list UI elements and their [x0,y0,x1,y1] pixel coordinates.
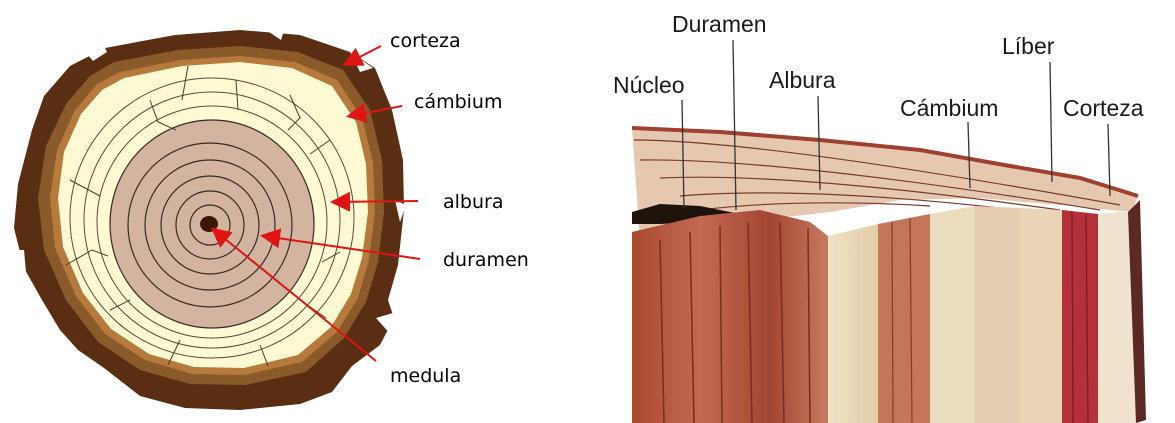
label-liber: Líber [1002,33,1055,59]
trunk-section [632,128,1146,423]
leader-liber [1050,62,1052,182]
label-corteza: corteza [390,30,461,52]
label-duramen: duramen [443,249,529,271]
log-cross-section [14,30,406,410]
sapwood-band-2 [930,206,975,423]
label-corteza-right: Corteza [1063,95,1144,121]
label-albura: albura [443,191,503,213]
phloem-band [1062,210,1098,423]
label-nucleo: Núcleo [613,72,685,98]
cambium-band [975,206,1020,423]
label-albura-right: Albura [769,67,836,93]
pith-core [200,216,218,232]
label-duramen-right: Duramen [672,11,767,37]
arrow-albura [334,201,418,202]
label-cambium-right: Cámbium [900,95,998,121]
label-medula: medula [390,365,461,387]
heartwood-step [878,214,930,423]
label-cambium: cámbium [414,91,503,113]
sapwood-band-1 [828,224,878,423]
inner-bark-band [1020,208,1062,423]
